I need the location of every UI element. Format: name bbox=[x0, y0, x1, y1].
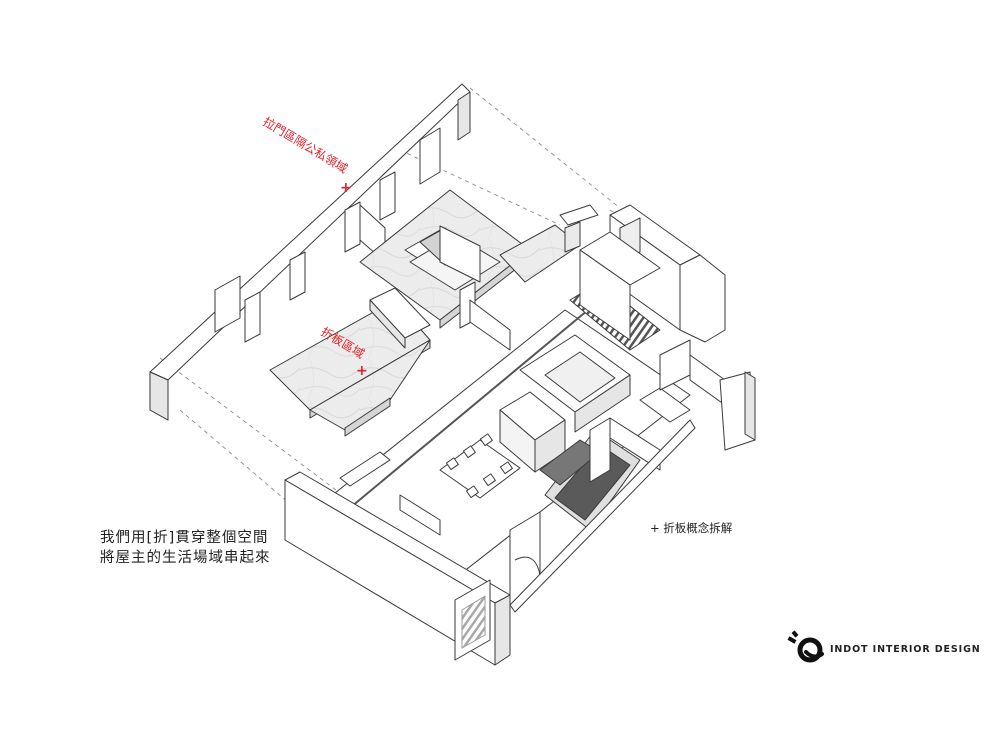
caption-line-1: 我們用[折]貫穿整個空間 bbox=[100, 530, 269, 546]
folding-partitions bbox=[369, 204, 599, 351]
indot-logo-icon bbox=[787, 630, 824, 663]
right-rooms bbox=[579, 204, 756, 451]
front-wall bbox=[284, 419, 696, 666]
sliding-door-plus-icon: + bbox=[340, 180, 352, 196]
sliding-door-label: 拉門區隔公私領域 bbox=[260, 114, 350, 176]
brand-logo-text: INDOT INTERIOR DESIGN bbox=[830, 644, 981, 655]
folding-zone-plus-icon: + bbox=[356, 363, 368, 379]
explode-label: + 折板概念拆解 bbox=[650, 521, 733, 535]
caption-line-2: 將屋主的生活場域串起來 bbox=[100, 550, 271, 566]
brand-logo: INDOT INTERIOR DESIGN bbox=[784, 630, 980, 670]
label-sliding-door: 拉門區隔公私領域 + bbox=[260, 114, 351, 196]
marble-floor-zones bbox=[269, 189, 581, 437]
upper-wall-layer bbox=[149, 83, 471, 421]
